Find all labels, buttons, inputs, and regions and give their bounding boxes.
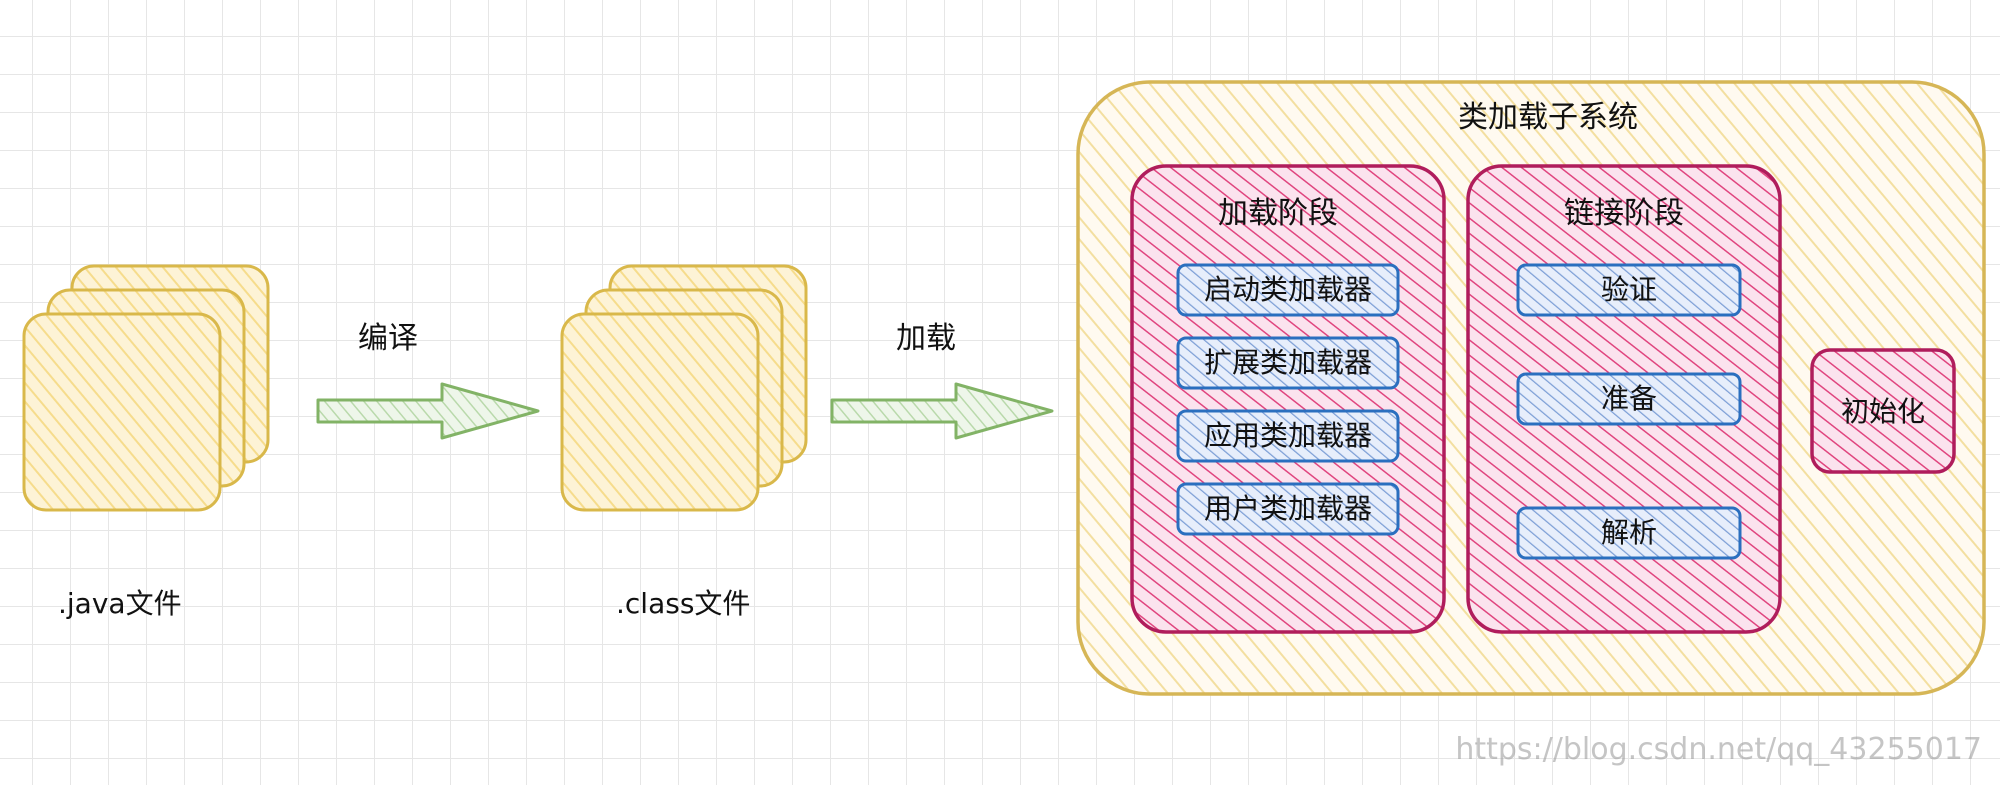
loader-box-application: [1176, 409, 1400, 463]
initialization-box: [1810, 348, 1956, 474]
loader-label-extension: 扩展类加载器: [1203, 346, 1373, 379]
load-label: 加载: [896, 321, 956, 356]
step-box-resolve: [1516, 506, 1742, 560]
step-box-prepare: [1516, 372, 1742, 426]
watermark-text: https://blog.csdn.net/qq_43255017: [1455, 732, 1982, 767]
step-box-verify: [1516, 263, 1742, 317]
linking-phase-title: 链接阶段: [1564, 196, 1684, 231]
step-label-verify: 验证: [1600, 273, 1658, 306]
class-file-label: .class文件: [616, 587, 751, 620]
step-label-prepare: 准备: [1600, 382, 1658, 415]
subsystem-title: 类加载子系统: [1458, 100, 1638, 135]
loading-phase-panel: [1130, 164, 1446, 634]
java-file-label: .java文件: [58, 587, 182, 620]
load-arrow-icon: [830, 382, 1054, 440]
class-file-stack-icon: [560, 264, 808, 512]
loader-label-application: 应用类加载器: [1203, 419, 1373, 452]
step-label-resolve: 解析: [1600, 516, 1658, 549]
initialization-label: 初始化: [1840, 395, 1926, 428]
loading-phase-title: 加载阶段: [1218, 196, 1338, 231]
loader-boxes: [1176, 263, 1400, 536]
java-file-stack-icon: [22, 264, 270, 512]
loader-box-user: [1176, 482, 1400, 536]
loader-box-bootstrap: [1176, 263, 1400, 317]
compile-arrow-icon: [316, 382, 540, 440]
loader-box-extension: [1176, 336, 1400, 390]
compile-label: 编译: [358, 321, 418, 356]
loader-label-user: 用户类加载器: [1203, 492, 1373, 525]
loader-label-bootstrap: 启动类加载器: [1203, 273, 1373, 306]
linking-step-boxes: [1516, 263, 1742, 560]
